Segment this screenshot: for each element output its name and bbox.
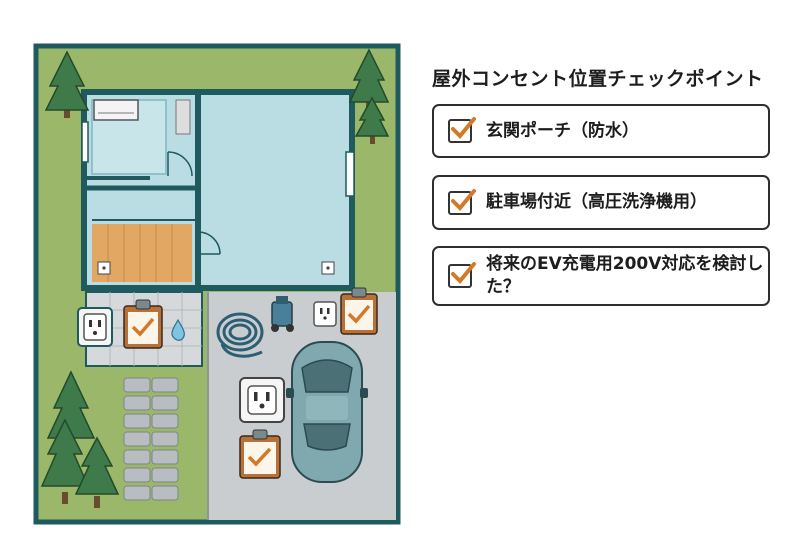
panel-title: 屋外コンセント位置チェックポイント — [432, 68, 764, 90]
checklist-item-label: 将来のEV充電用200V対応を検討した？ — [486, 254, 764, 297]
air-conditioner-icon — [93, 99, 139, 121]
tree-icon — [40, 418, 90, 504]
stepping-stones — [123, 377, 179, 501]
water-drop-icon — [171, 318, 185, 341]
checkbox-check-icon[interactable] — [448, 188, 476, 215]
checkbox-check-icon[interactable] — [448, 117, 476, 143]
garden-hose-icon — [216, 312, 264, 358]
checklist-item-label: 玄関ポーチ（防水） — [486, 120, 639, 141]
clipboard-check-icon — [123, 299, 163, 349]
outlet-icon — [77, 307, 113, 347]
floor-plan-illustration — [33, 43, 401, 525]
checklist-item-porch: 玄関ポーチ（防水） — [432, 104, 770, 158]
tree-icon — [44, 50, 90, 118]
outlet-icon — [239, 377, 285, 423]
clipboard-check-icon — [239, 429, 281, 479]
checklist-item-parking: 駐車場付近（高圧洗浄機用） — [432, 175, 770, 230]
pressure-washer-icon — [271, 296, 294, 332]
tree-icon — [74, 436, 120, 508]
outlet-icon — [321, 261, 335, 275]
checklist-panel: 屋外コンセント位置チェックポイント 玄関ポーチ（防水） 駐車場付近（高圧洗浄機用… — [410, 0, 800, 559]
outlet-icon — [313, 301, 337, 327]
car-icon — [286, 341, 368, 483]
outlet-icon — [97, 261, 111, 275]
checklist-item-ev: 将来のEV充電用200V対応を検討した？ — [432, 246, 770, 306]
clipboard-check-icon — [340, 287, 378, 335]
tree-icon — [354, 96, 390, 144]
checkbox-check-icon[interactable] — [448, 262, 476, 288]
checklist-item-label: 駐車場付近（高圧洗浄機用） — [486, 192, 707, 212]
